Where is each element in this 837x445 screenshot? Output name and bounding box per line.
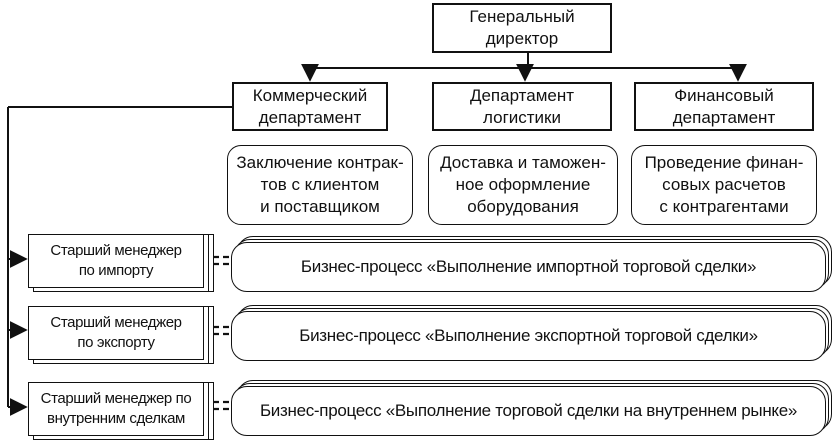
manager-domestic-label: Старший менеджер по внутренним сделкам — [28, 382, 204, 436]
process-domestic-label: Бизнес-процесс «Выполнение торговой сдел… — [231, 386, 826, 436]
director-box: Генеральный директор — [432, 3, 612, 53]
function-finance: Проведение финан- совых расчетов с контр… — [631, 145, 817, 225]
process-export-label: Бизнес-процесс «Выполнение экспортной то… — [231, 311, 826, 361]
department-logistics: Департамент логистики — [432, 82, 612, 131]
process-domestic: Бизнес-процесс «Выполнение торговой сдел… — [231, 380, 832, 436]
manager-domestic: Старший менеджер по внутренним сделкам — [28, 382, 214, 440]
function-logistics: Доставка и таможен- ное оформление обору… — [428, 145, 618, 225]
process-export: Бизнес-процесс «Выполнение экспортной то… — [231, 305, 832, 361]
process-import-label: Бизнес-процесс «Выполнение импортной тор… — [231, 242, 826, 292]
manager-export: Старший менеджер по экспорту — [28, 306, 214, 364]
department-commercial: Коммерческий департамент — [232, 82, 388, 131]
manager-import: Старший менеджер по импорту — [28, 234, 214, 292]
manager-import-label: Старший менеджер по импорту — [28, 234, 204, 288]
department-finance: Финансовый департамент — [634, 82, 814, 131]
manager-export-label: Старший менеджер по экспорту — [28, 306, 204, 360]
process-import: Бизнес-процесс «Выполнение импортной тор… — [231, 236, 832, 292]
function-commercial: Заключение контрак- тов с клиентом и пос… — [227, 145, 413, 225]
